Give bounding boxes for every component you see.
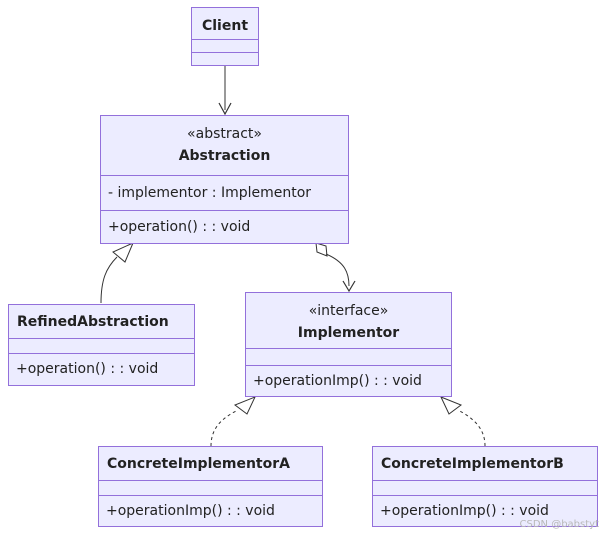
class-client-methods [192,52,258,65]
class-name: Client [201,18,249,34]
method-item: +operationImp() : : void [106,503,275,519]
class-refined-methods: +operation() : : void [9,353,194,385]
class-implementor[interactable]: «interface» Implementor +operationImp() … [245,292,452,397]
method-item: +operation() : : void [16,361,159,377]
class-concrete-a-attributes [99,480,322,495]
class-name: ConcreteImplementorA [107,456,290,472]
class-implementor-methods: +operationImp() : : void [246,365,451,396]
method-item: +operation() : : void [108,219,251,235]
class-client[interactable]: Client [191,7,259,66]
watermark: CSDN @babstyt [519,519,599,530]
attribute-item: - implementor : Implementor [108,185,312,201]
class-concrete-a-header: ConcreteImplementorA [99,447,322,480]
class-implementor-attributes [246,348,451,365]
class-abstraction[interactable]: «abstract» Abstraction - implementor : I… [100,115,349,244]
class-concrete-b-header: ConcreteImplementorB [373,447,597,480]
association-arrowhead [218,102,232,116]
class-name: Abstraction [178,148,271,164]
class-abstraction-header: «abstract» Abstraction [101,116,348,175]
method-item: +operationImp() : : void [380,503,549,519]
class-abstraction-attributes: - implementor : Implementor [101,175,348,210]
refined-inheritance-line [100,256,118,304]
class-name: Implementor [297,325,400,341]
class-concrete-b-methods: +operationImp() : : void [373,495,597,526]
class-client-header: Client [192,8,258,39]
class-refined-abstraction[interactable]: RefinedAbstraction +operation() : : void [8,304,195,386]
stereotype-label: «abstract» [187,126,262,142]
class-concrete-a-methods: +operationImp() : : void [99,495,322,526]
class-implementor-header: «interface» Implementor [246,293,451,348]
class-name: ConcreteImplementorB [381,456,564,472]
realization-a-triangle [233,396,256,415]
class-name: RefinedAbstraction [17,314,169,330]
realization-b-line [457,409,486,447]
stereotype-label: «interface» [308,303,389,319]
inheritance-triangle [112,242,134,263]
class-concrete-implementor-a[interactable]: ConcreteImplementorA +operationImp() : :… [98,446,323,527]
class-abstraction-methods: +operation() : : void [101,210,348,243]
aggregation-arrowhead [342,280,356,293]
class-concrete-implementor-b[interactable]: ConcreteImplementorB +operationImp() : :… [372,446,598,527]
class-client-attributes [192,39,258,52]
class-refined-header: RefinedAbstraction [9,305,194,338]
aggregation-diamond [315,242,328,257]
class-refined-attributes [9,338,194,353]
realization-a-line [210,409,239,447]
realization-b-triangle [440,396,463,415]
method-item: +operationImp() : : void [253,373,422,389]
aggregation-line [325,253,350,287]
class-concrete-b-attributes [373,480,597,495]
